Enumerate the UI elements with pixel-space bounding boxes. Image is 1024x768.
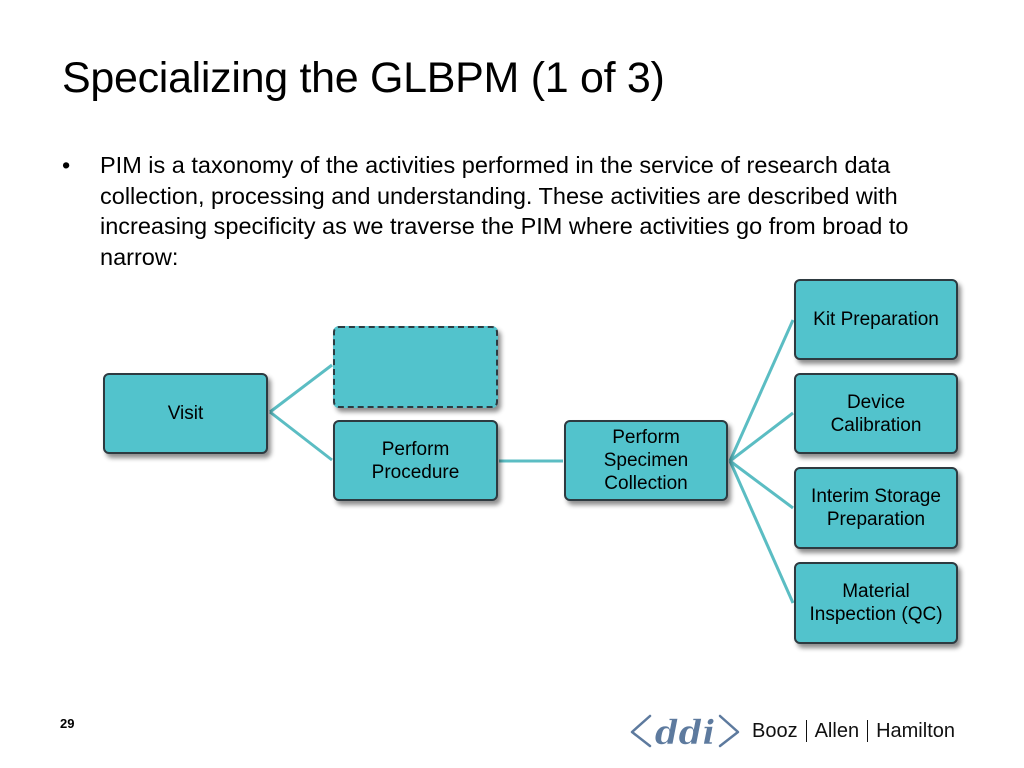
- connector-visit-procedure: [269, 410, 333, 462]
- company-logo: Booz Allen Hamilton: [752, 718, 955, 744]
- node-interim-storage-preparation: Interim Storage Preparation: [794, 467, 958, 549]
- slide-title: Specializing the GLBPM (1 of 3): [62, 54, 665, 102]
- node-perform-specimen-collection: Perform Specimen Collection: [564, 420, 728, 501]
- bullet-item: • PIM is a taxonomy of the activities pe…: [62, 150, 922, 272]
- company-separator: [805, 720, 807, 742]
- node-visit: Visit: [103, 373, 268, 454]
- node-device-calibration: Device Calibration: [794, 373, 958, 454]
- bullet-text: PIM is a taxonomy of the activities perf…: [100, 152, 909, 270]
- slide-number: 29: [60, 716, 75, 731]
- connector-specimen-storage: [729, 459, 794, 510]
- node-placeholder: [333, 326, 498, 408]
- connector-specimen-inspection: [728, 460, 795, 604]
- node-material-inspection: Material Inspection (QC): [794, 562, 958, 644]
- company-name-hamilton: Hamilton: [876, 720, 955, 742]
- company-name-booz: Booz: [752, 720, 798, 742]
- bullet-marker: •: [62, 152, 71, 178]
- connector-visit-placeholder: [269, 363, 333, 414]
- node-perform-procedure: Perform Procedure: [333, 420, 498, 501]
- company-name-allen: Allen: [814, 720, 860, 742]
- ddi-logo: ddi: [630, 713, 740, 752]
- connector-specimen-device: [729, 411, 794, 463]
- connector-specimen-kit: [728, 319, 795, 462]
- node-kit-preparation: Kit Preparation: [794, 279, 958, 360]
- ddi-logo-text: ddi: [655, 713, 715, 752]
- company-separator: [867, 720, 869, 742]
